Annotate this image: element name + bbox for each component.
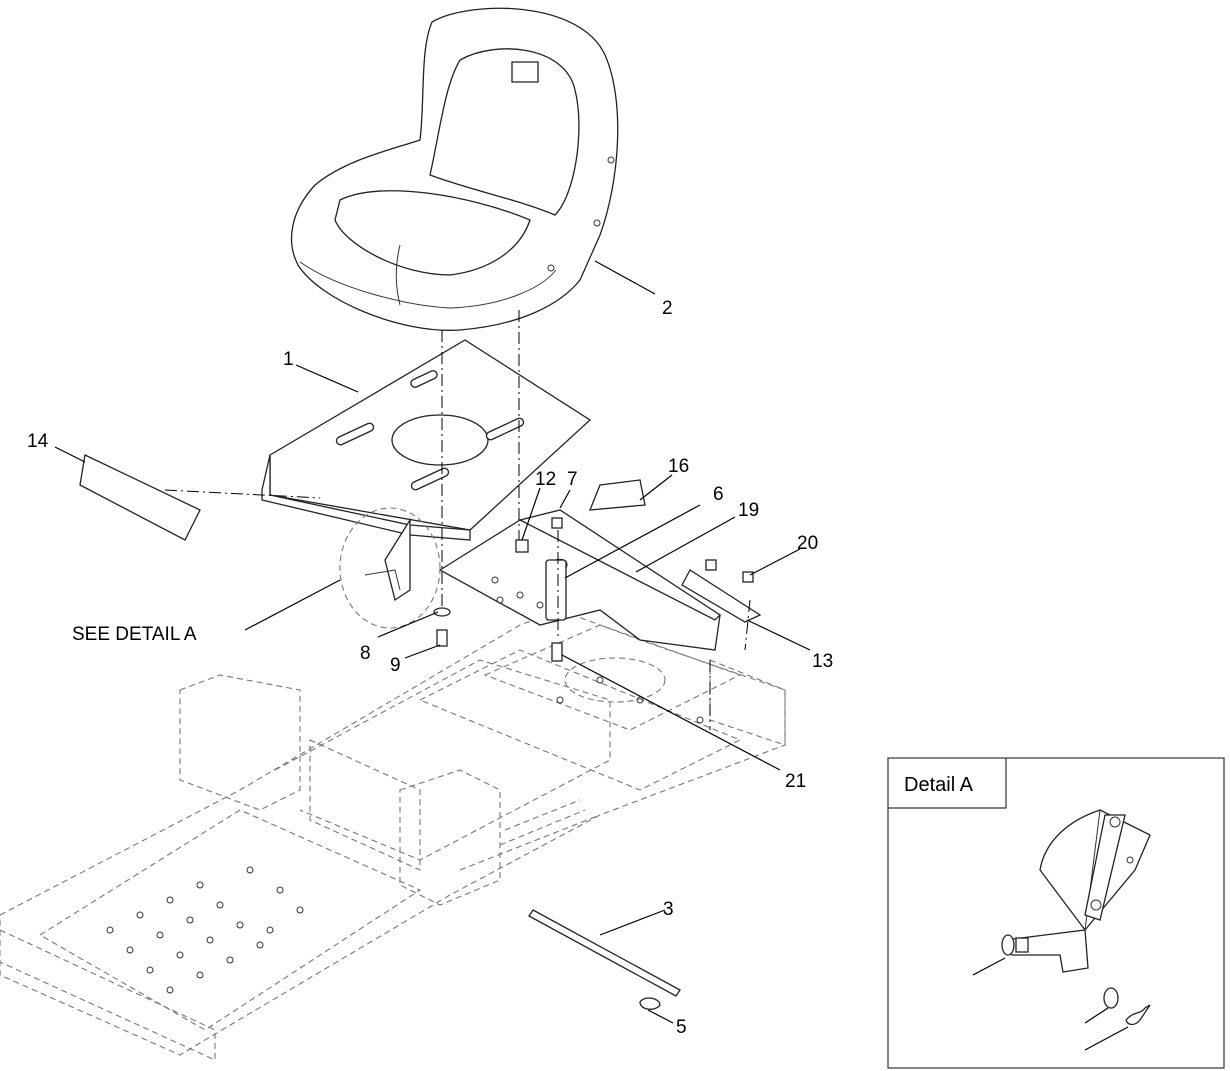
rod-and-clip [528, 909, 681, 1010]
decal-14 [79, 454, 201, 541]
hardware [433, 517, 754, 662]
frame-phantom [0, 609, 786, 1061]
seat [290, 7, 619, 331]
callout-1: 1 [283, 349, 294, 370]
centerlines [164, 310, 751, 730]
floor-perforations [106, 676, 704, 994]
decal-16 [589, 479, 646, 511]
callout-12: 12 [535, 469, 556, 490]
seat-spring [545, 558, 568, 621]
callout-5: 5 [676, 1017, 687, 1038]
callout-16: 16 [668, 456, 689, 477]
detail-a-title: Detail A [904, 774, 974, 796]
callout-6: 6 [713, 484, 724, 505]
detail-a-box: Detail A [887, 757, 1225, 1069]
seat-mount-plate [261, 339, 592, 541]
callout-8: 8 [360, 643, 371, 664]
callout-14: 14 [27, 431, 49, 452]
callout-20: 20 [797, 533, 818, 554]
callout-9: 9 [390, 655, 401, 676]
callout-7: 7 [567, 469, 578, 490]
callout-3: 3 [663, 899, 674, 920]
callout-13: 13 [812, 651, 833, 672]
leader-lines [54, 260, 811, 1024]
callout-2: 2 [662, 298, 673, 319]
see-detail-a-label: SEE DETAIL A [72, 624, 197, 645]
callout-19: 19 [738, 500, 759, 521]
seat-hinge-bracket [438, 509, 762, 651]
detail-a-circle [339, 507, 441, 629]
callout-21: 21 [785, 771, 806, 792]
